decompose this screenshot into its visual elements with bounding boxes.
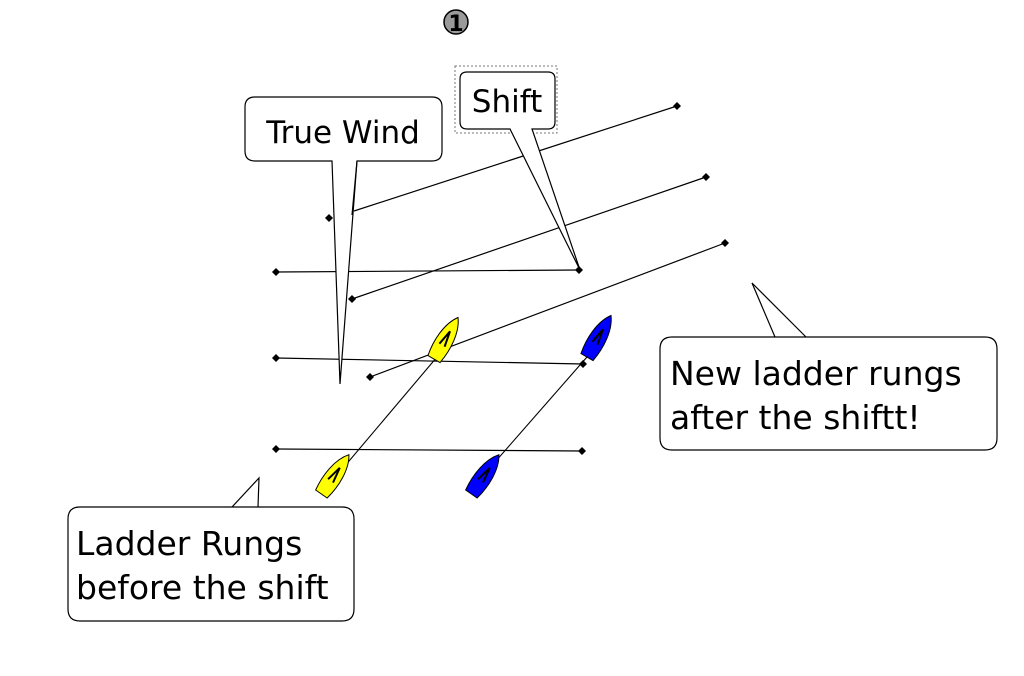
callout-new-rungs: New ladder rungs after the shiftt! [659, 282, 998, 451]
blue-track [487, 356, 588, 471]
new-rungs-line1: New ladder rungs [670, 354, 962, 393]
yellow-boat-1 [315, 454, 350, 499]
yellow-boat-2 [427, 316, 459, 364]
new-rungs-line2: after the shiftt! [670, 398, 921, 437]
blue-boat-1 [465, 454, 500, 499]
slide-number-badge: 1 [443, 9, 469, 37]
rung-endpoints [272, 102, 729, 455]
svg-text:1: 1 [448, 12, 463, 37]
boat-tracks [332, 356, 588, 481]
callout-old-rungs: Ladder Rungs before the shift [67, 476, 355, 622]
blue-boat-2 [580, 314, 612, 362]
yellow-track [332, 356, 438, 481]
old-rungs-line1: Ladder Rungs [76, 524, 302, 563]
new-rung-1 [353, 105, 678, 212]
true-wind-label: True Wind [265, 115, 420, 151]
old-rung-2 [275, 357, 584, 365]
old-rung-3 [275, 448, 583, 452]
new-rung-2 [351, 176, 707, 300]
callout-true-wind: True Wind [244, 96, 443, 385]
old-ladder-rungs [275, 269, 584, 452]
callout-shift: Shift [454, 65, 581, 271]
old-rungs-line2: before the shift [76, 568, 329, 607]
shift-label: Shift [472, 84, 542, 120]
old-rung-1 [275, 269, 580, 273]
